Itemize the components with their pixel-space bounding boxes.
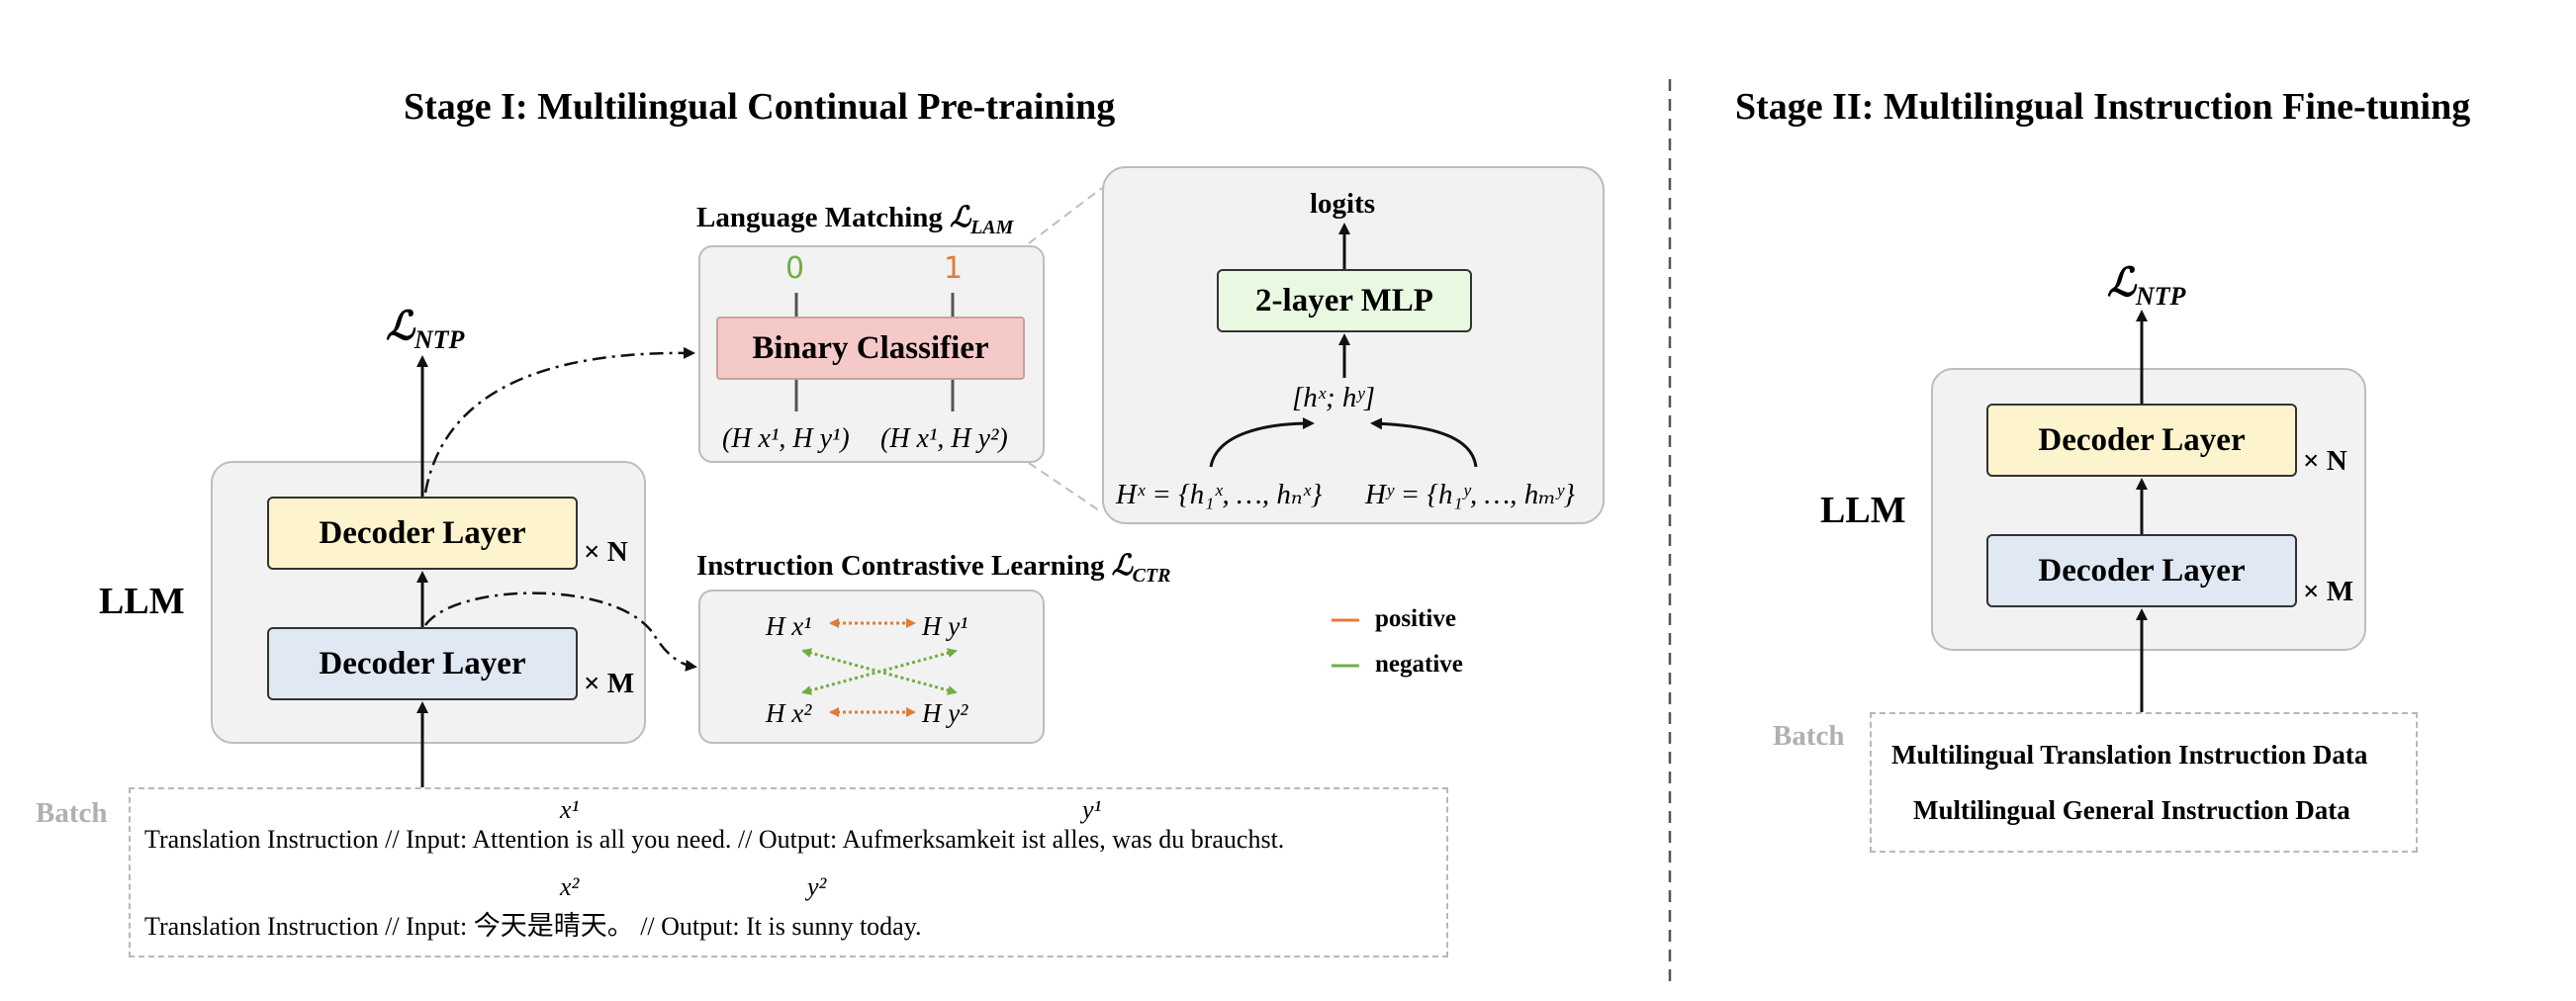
stage2-title: Stage II: Multilingual Instruction Fine-… <box>1735 86 2471 128</box>
stage2-loss-ntp-label: ℒNTP <box>2107 259 2185 312</box>
pair-1-label: (H x¹, H y¹) <box>722 423 850 454</box>
hx2-label: H x² <box>766 698 812 728</box>
stage2-decoder-layer-bottom: Decoder Layer <box>1986 534 2297 607</box>
concat-label: [hˣ; hʸ] <box>1292 382 1376 413</box>
loss-ntp-subscript: NTP <box>414 325 465 354</box>
stage2-batch-line-2: Multilingual General Instruction Data <box>1913 795 2350 825</box>
hx-set-label: Hˣ = {h₁ˣ, …, hₙˣ} <box>1116 479 1323 510</box>
zoom-line-bottom <box>1028 462 1103 513</box>
loss-ntp-label: ℒNTP <box>386 303 464 355</box>
curve-to-language-matching <box>423 346 695 494</box>
batch-line-2-prefix: Translation Instruction // Input: <box>144 912 474 941</box>
negative-arrow-2 <box>801 648 958 695</box>
stage1-batch-label: Batch <box>36 797 108 829</box>
stage1-batch-box <box>129 787 1448 957</box>
ctr-title-text: Instruction Contrastive Learning <box>696 550 1112 582</box>
stage2-times-m-label: × M <box>2303 576 2354 607</box>
stage1-title: Stage I: Multilingual Continual Pre-trai… <box>404 86 1116 128</box>
class-0-label: 0 <box>785 251 805 286</box>
legend-positive-label: positive <box>1375 605 1456 632</box>
stage2-batch-label: Batch <box>1773 720 1845 752</box>
stage2-batch-line-1: Multilingual Translation Instruction Dat… <box>1891 740 2368 770</box>
batch-y1-label: y¹ <box>1082 795 1102 824</box>
hy1-label: H y¹ <box>922 611 968 641</box>
batch-line-2: Translation Instruction // Input: 今天是晴天。… <box>144 904 922 943</box>
stage2-loss-ntp-symbol: ℒ <box>2107 260 2136 305</box>
zoom-line-top <box>1028 187 1103 244</box>
curve-hy-to-concat <box>1370 417 1478 468</box>
lam-title: Language Matching ℒLAM <box>696 202 1014 238</box>
pair-2-label: (H x¹, H y²) <box>880 423 1008 454</box>
mlp-box: 2-layer MLP <box>1217 269 1472 332</box>
lam-subscript: LAM <box>970 216 1014 238</box>
curve-hx-to-concat <box>1209 417 1315 468</box>
stage2-times-n-label: × N <box>2303 445 2347 477</box>
batch-line-2-chinese: 今天是晴天。 <box>473 911 634 942</box>
hy2-label: H y² <box>922 698 968 728</box>
ctr-title: Instruction Contrastive Learning ℒCTR <box>696 550 1171 587</box>
batch-x2-label: x² <box>560 872 580 901</box>
batch-line-1: Translation Instruction // Input: Attent… <box>144 825 1285 854</box>
class-1-label: 1 <box>944 251 964 286</box>
llm-label: LLM <box>99 581 185 622</box>
decoder-layer-bottom: Decoder Layer <box>267 627 578 700</box>
times-m-label: × M <box>584 668 635 699</box>
hx1-label: H x¹ <box>766 611 812 641</box>
stage2-loss-ntp-subscript: NTP <box>2135 282 2186 311</box>
hy-set-label: Hʸ = {h₁ʸ, …, hₘʸ} <box>1365 479 1576 510</box>
loss-ntp-symbol: ℒ <box>386 304 414 348</box>
stage2-decoder-layer-top: Decoder Layer <box>1986 404 2297 477</box>
batch-line-2-suffix: // Output: It is sunny today. <box>633 912 922 941</box>
times-n-label: × N <box>584 536 628 568</box>
stage2-batch-box <box>1870 712 2418 853</box>
curve-to-contrastive <box>423 592 697 672</box>
batch-x1-label: x¹ <box>560 795 580 824</box>
ctr-subscript: CTR <box>1132 564 1171 587</box>
stage2-llm-label: LLM <box>1820 490 1906 531</box>
binary-classifier: Binary Classifier <box>716 317 1025 380</box>
batch-y2-label: y² <box>807 872 827 901</box>
lam-title-text: Language Matching <box>696 202 951 233</box>
legend-negative-label: negative <box>1375 651 1463 678</box>
decoder-layer-top: Decoder Layer <box>267 497 578 570</box>
mlp-panel <box>1102 166 1605 524</box>
logits-label: logits <box>1310 188 1376 220</box>
